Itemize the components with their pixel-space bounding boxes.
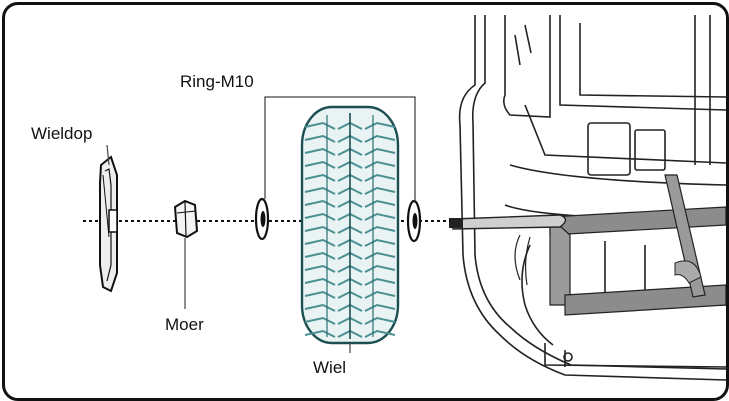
nut-part <box>173 199 199 239</box>
hubcap-part <box>99 155 118 293</box>
washer-right <box>406 199 422 243</box>
washer-left <box>254 197 270 241</box>
vehicle-body <box>458 15 726 381</box>
wheel-part <box>300 105 400 345</box>
chassis-frame <box>549 174 726 316</box>
axle <box>449 214 567 286</box>
label-ring: Ring-M10 <box>180 72 254 91</box>
ring-bracket-line <box>264 96 416 201</box>
label-nut: Moer <box>165 315 204 334</box>
wheel-assembly-diagram: Wieldop Ring-M10 Moer Wiel <box>31 15 726 381</box>
label-hubcap: Wieldop <box>31 124 92 143</box>
label-wheel: Wiel <box>313 358 346 377</box>
leader-lines <box>106 144 351 353</box>
